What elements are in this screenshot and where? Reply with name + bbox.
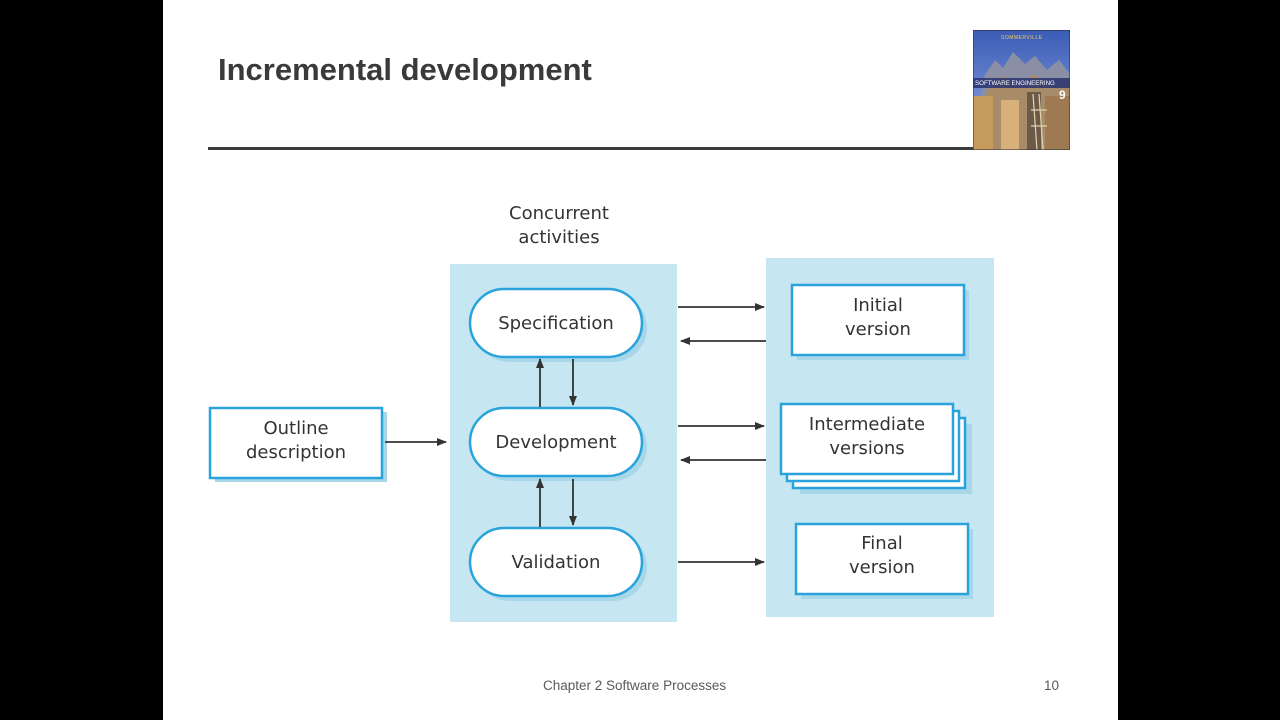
validation-activity: Validation — [468, 526, 647, 601]
book-cover-author: SOMMERVILLE — [1001, 35, 1043, 41]
intermediate-versions-line1: Intermediate — [809, 414, 925, 435]
intermediate-versions-box: Intermediate versions — [779, 402, 972, 494]
book-cover-art — [973, 30, 1070, 150]
book-cover-edition: 9 — [1059, 88, 1066, 102]
final-version-line1: Final — [861, 533, 902, 554]
initial-version-line1: Initial — [853, 295, 903, 316]
outline-description-line1: Outline — [263, 418, 328, 439]
book-cover-image: SOMMERVILLE SOFTWARE ENGINEERING 9 — [973, 30, 1070, 150]
book-cover-title: SOFTWARE ENGINEERING — [975, 80, 1055, 87]
concurrent-label-line1: Concurrent — [509, 203, 609, 224]
slide-footer: Chapter 2 Software Processes — [543, 678, 727, 693]
page-number: 10 — [1044, 678, 1060, 693]
validation-label: Validation — [512, 552, 601, 573]
initial-version-box: Initial version — [790, 283, 969, 360]
slide-title: Incremental development — [218, 52, 592, 87]
incremental-development-diagram: Concurrent activities Outline descriptio… — [208, 203, 994, 622]
slide: Incremental development SOMMERVILLE SOFT… — [163, 0, 1118, 720]
specification-label: Specification — [498, 313, 614, 334]
development-label: Development — [495, 432, 616, 453]
outline-description-line2: description — [246, 442, 346, 463]
intermediate-versions-line2: versions — [829, 438, 904, 459]
initial-version-line2: version — [845, 319, 911, 340]
final-version-line2: version — [849, 557, 915, 578]
outline-description-box: Outline description — [208, 406, 387, 482]
development-activity: Development — [468, 406, 647, 481]
final-version-box: Final version — [794, 522, 973, 599]
book-cover-band — [973, 78, 1070, 88]
specification-activity: Specification — [468, 287, 647, 362]
title-divider — [208, 147, 974, 150]
concurrent-label-line2: activities — [518, 227, 599, 248]
